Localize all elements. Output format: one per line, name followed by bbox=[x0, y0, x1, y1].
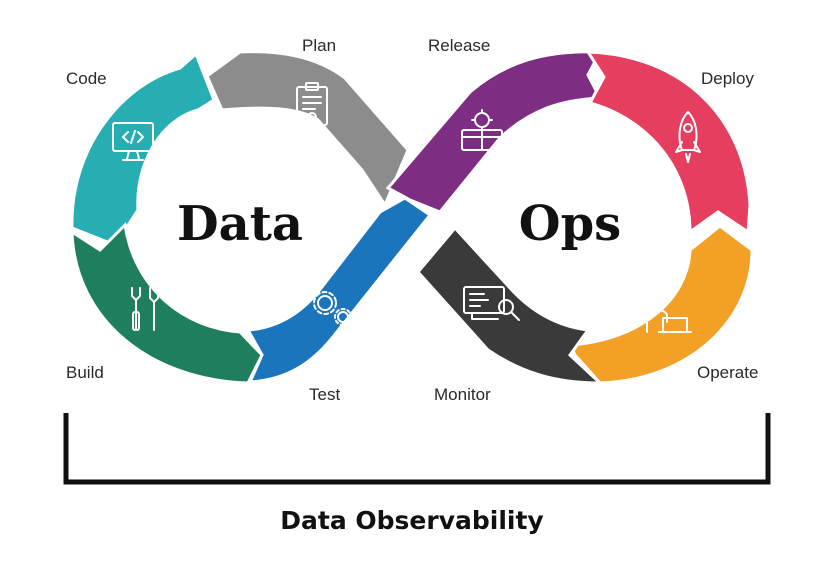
label-monitor: Monitor bbox=[434, 385, 491, 404]
segment-plan bbox=[205, 50, 410, 209]
segment-test bbox=[245, 196, 433, 384]
label-build: Build bbox=[66, 363, 104, 382]
footer-title: Data Observability bbox=[280, 506, 544, 535]
label-plan: Plan bbox=[302, 36, 336, 55]
label-operate: Operate bbox=[697, 363, 758, 382]
segment-monitor bbox=[416, 225, 604, 385]
segment-build bbox=[70, 221, 264, 385]
label-deploy: Deploy bbox=[701, 69, 754, 88]
segment-release bbox=[385, 50, 603, 214]
label-release: Release bbox=[428, 36, 490, 55]
monitor-code-icon bbox=[112, 122, 154, 161]
clipboard-icon bbox=[296, 82, 328, 126]
right-word: Ops bbox=[519, 196, 621, 252]
observability-bracket bbox=[63, 413, 771, 485]
person-laptop-icon bbox=[646, 291, 692, 333]
magnifier-screen-icon bbox=[463, 286, 520, 321]
label-code: Code bbox=[66, 69, 107, 88]
segment-deploy bbox=[585, 50, 752, 235]
gears-icon bbox=[313, 291, 352, 326]
package-gear-icon bbox=[461, 109, 503, 151]
left-word: Data bbox=[177, 196, 303, 252]
segment-code bbox=[70, 51, 216, 247]
tools-icon bbox=[131, 287, 159, 331]
rocket-icon bbox=[675, 111, 701, 163]
label-test: Test bbox=[309, 385, 340, 404]
